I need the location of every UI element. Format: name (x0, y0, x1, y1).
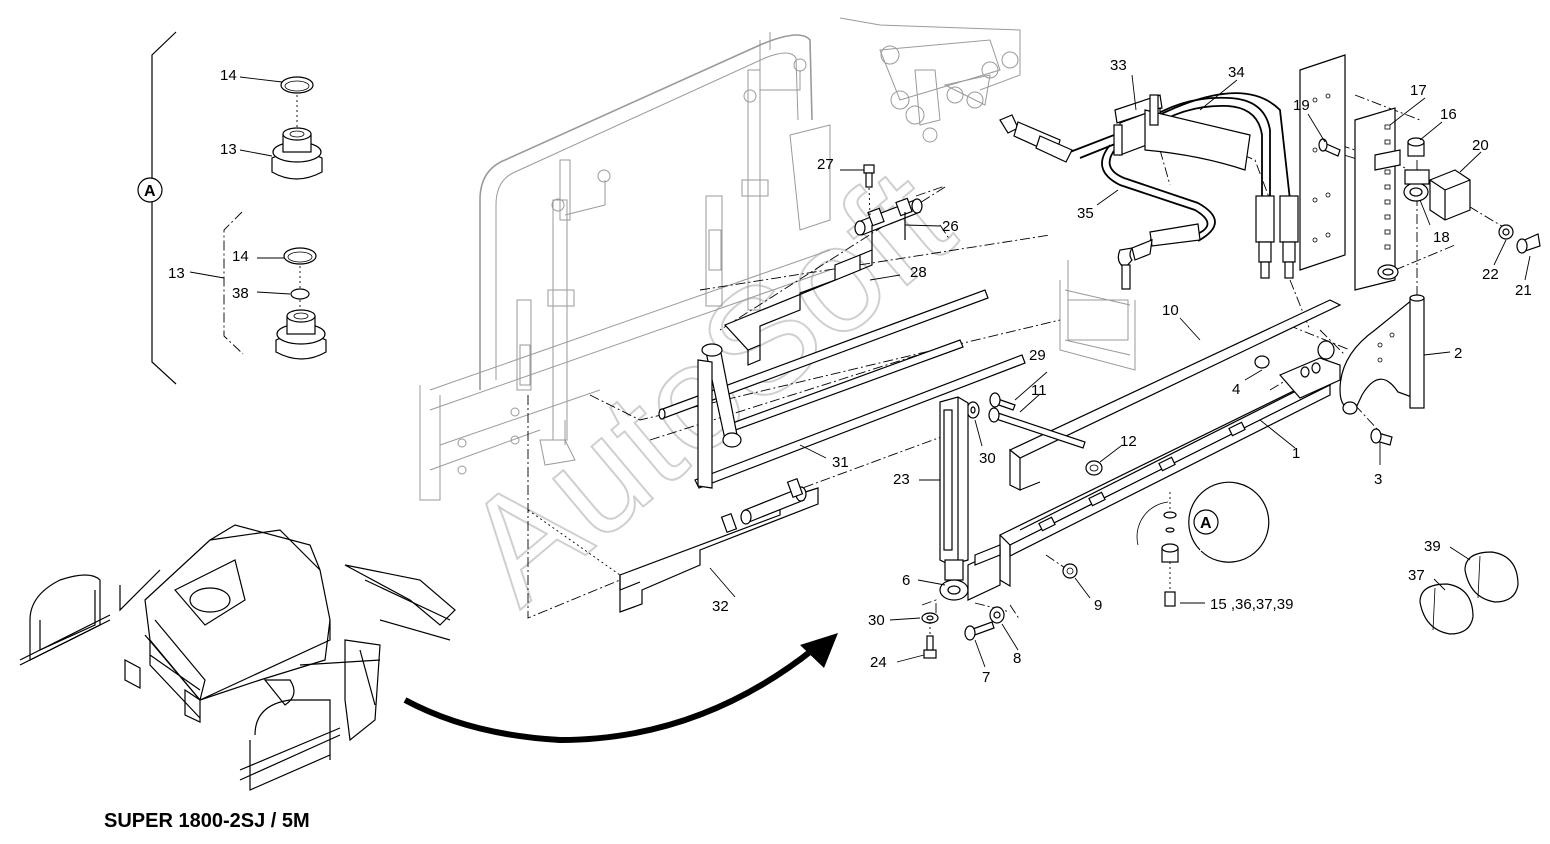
bolt-21 (1516, 233, 1541, 254)
hinge-plate-2 (1339, 294, 1425, 415)
label-39: 39 (1424, 538, 1441, 555)
label-17: 17 (1410, 82, 1427, 99)
label-30-lower: 30 (868, 612, 885, 629)
label-9: 9 (1094, 597, 1102, 614)
label-37: 37 (1408, 567, 1425, 584)
fitting-13-top (271, 127, 323, 180)
plate-17-holes (1384, 124, 1391, 250)
bolt-27 (863, 164, 875, 216)
detail-a-marker-left (137, 177, 163, 203)
label-30-upper: 30 (979, 450, 996, 467)
flow-arrow (403, 633, 838, 744)
label-4: 4 (1232, 381, 1240, 398)
detail-a-marker-center (1193, 509, 1219, 535)
label-31: 31 (832, 454, 849, 471)
model-caption: SUPER 1800-2SJ / 5M (104, 810, 310, 832)
label-8: 8 (1013, 650, 1021, 667)
cover-20 (1429, 169, 1471, 221)
bracket-26 (723, 185, 946, 366)
label-32: 32 (712, 598, 729, 615)
label-19: 19 (1293, 97, 1310, 114)
label-2: 2 (1454, 345, 1462, 362)
bolt-29 (989, 392, 1016, 411)
washer-22 (1498, 224, 1514, 240)
label-22: 22 (1482, 266, 1499, 283)
label-11: 11 (1031, 382, 1047, 399)
label-28: 28 (910, 264, 927, 281)
o-ring-14-lower (283, 247, 317, 265)
label-3: 3 (1374, 471, 1382, 488)
bolt-11 (988, 407, 1086, 449)
nut-9 (1062, 563, 1078, 579)
ghost-valve-block (839, 17, 1021, 143)
plate-17 (1299, 54, 1401, 291)
label-7: 7 (982, 669, 990, 686)
label-6: 6 (902, 572, 910, 589)
leader-lines (709, 74, 1531, 668)
label-34: 34 (1228, 64, 1245, 81)
o-ring-14-top (280, 76, 314, 94)
detail-a-group: A (137, 31, 327, 385)
detail-a-center: A (1136, 481, 1270, 607)
label-14-lower: 14 (232, 248, 249, 265)
bolt-3 (1370, 428, 1393, 446)
label-16: 16 (1440, 106, 1457, 123)
beam-1 (998, 340, 1341, 588)
label-14-top: 14 (220, 67, 237, 84)
label-23: 23 (893, 471, 910, 488)
washer-30-upper (966, 401, 980, 419)
detail-a-marker-center-label: A (1200, 515, 1212, 532)
bracket-32 (619, 478, 819, 613)
label-26: 26 (942, 218, 959, 235)
detail-a-marker-left-label: A (144, 183, 156, 200)
label-35: 35 (1077, 205, 1094, 222)
part-labels: 33 34 35 10 17 16 19 20 18 22 21 2 3 4 1… (712, 57, 1532, 686)
rod-31 (694, 339, 1026, 489)
washer-8 (989, 606, 1005, 624)
hoses (999, 92, 1299, 290)
cap-37 (1419, 583, 1474, 635)
label-38: 38 (232, 285, 249, 302)
machine-thumbnail (19, 524, 456, 791)
bracket-18 (1403, 169, 1430, 202)
label-21: 21 (1515, 282, 1532, 299)
rod-28 (658, 289, 989, 420)
label-15-36-37-39: 15 ,36,37,39 (1210, 596, 1293, 613)
ghost-frame (419, 17, 1136, 501)
nut-12 (1085, 460, 1103, 476)
strut-23 (939, 396, 1001, 601)
bolt-24 (923, 622, 937, 659)
nut-16 (1407, 137, 1425, 157)
cover-10 (1008, 299, 1342, 491)
label-13-lower: 13 (168, 265, 185, 282)
label-13-top: 13 (220, 141, 237, 158)
label-24: 24 (870, 654, 887, 671)
label-29: 29 (1029, 347, 1046, 364)
label-10: 10 (1162, 302, 1179, 319)
label-18: 18 (1433, 229, 1450, 246)
bolt-7 (964, 621, 995, 641)
label-33: 33 (1110, 57, 1127, 74)
ring-38 (290, 288, 310, 300)
label-27: 27 (817, 156, 834, 173)
cap-39 (1464, 551, 1519, 603)
label-20: 20 (1472, 137, 1489, 154)
washer-30-lower (921, 612, 939, 624)
label-12: 12 (1120, 433, 1137, 450)
fitting-13-lower (275, 309, 327, 360)
label-1: 1 (1292, 445, 1300, 462)
